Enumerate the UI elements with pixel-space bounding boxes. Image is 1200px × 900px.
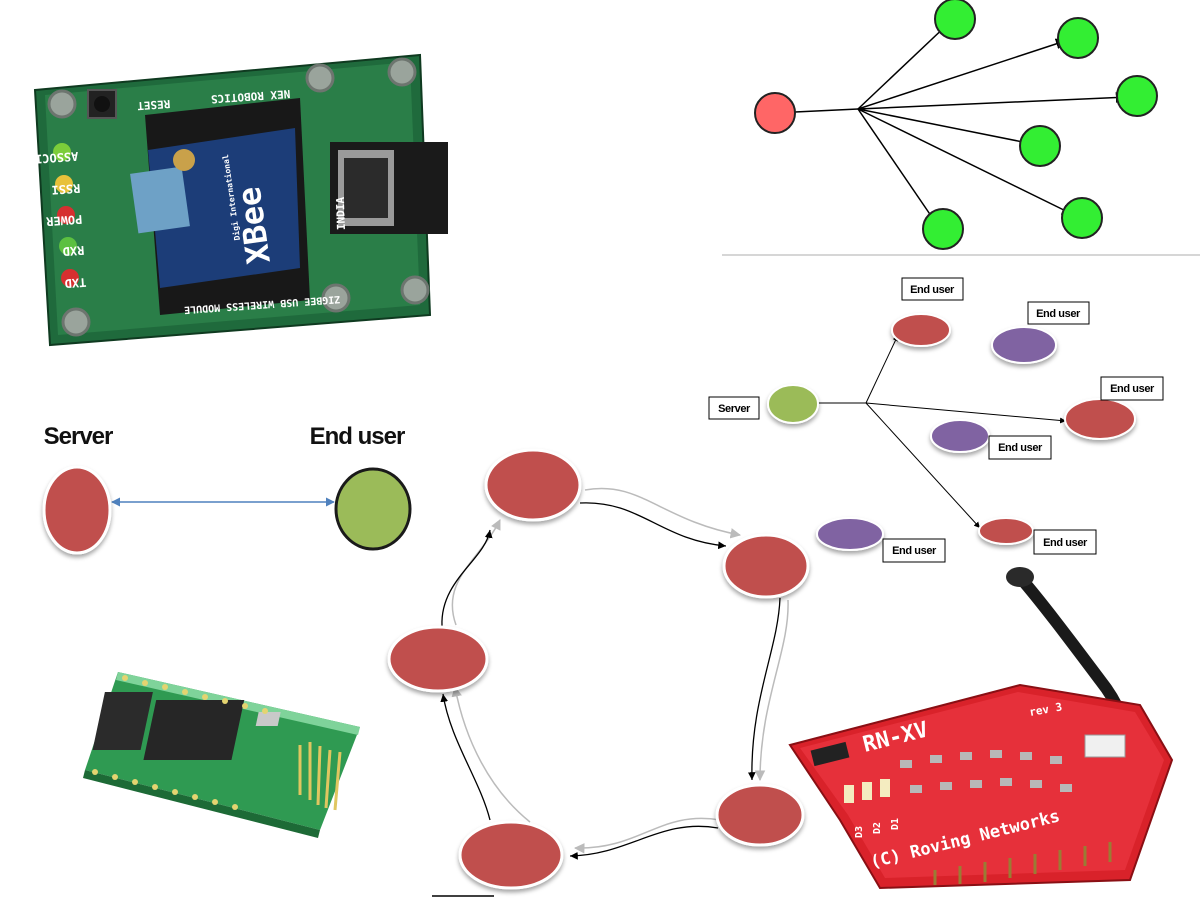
antenna-chip-image — [130, 166, 190, 234]
led-label-associate: ASSOCIATE — [13, 149, 79, 168]
tree-idle-node — [991, 326, 1057, 364]
rn-led-d1 — [880, 779, 890, 797]
star-fanout-diagram — [754, 0, 1158, 250]
label-enduser-box: End user — [882, 538, 946, 563]
ring-shadow-arrow — [754, 599, 789, 782]
p2p-enduser-title: End user — [310, 423, 405, 450]
mount-hole — [400, 275, 430, 305]
tree-enduser-node — [978, 517, 1034, 545]
led-label-txd: TXD — [64, 275, 87, 290]
ring-node — [458, 820, 564, 890]
tree-arrow — [865, 334, 899, 404]
ring-shadow-arrow — [573, 817, 721, 854]
star-target-node — [922, 208, 964, 250]
enduser-label: End user — [998, 442, 1043, 454]
rn-xv-board-image: RN-XV rev 3 (C) Roving Networks D3 D2 D1 — [788, 567, 1174, 890]
ring-arrow — [440, 693, 491, 821]
ring-node — [387, 625, 489, 693]
label-enduser-box: End user — [1100, 376, 1164, 401]
ring-arrow — [441, 529, 493, 627]
p2p-server-node — [42, 465, 112, 555]
server-tree-diagram: Server End user End user End user End us… — [708, 277, 1164, 563]
led-label-power: POWER — [45, 212, 83, 229]
star-arrow — [857, 21, 951, 110]
board-reset-text: RESET — [136, 97, 170, 112]
star-arrow — [857, 92, 1130, 110]
bt-antenna-trace-image — [298, 742, 342, 811]
tree-enduser-node — [1064, 398, 1136, 440]
led-txd — [61, 269, 79, 287]
tree-arrow — [865, 402, 981, 529]
mount-hole — [387, 57, 417, 87]
board-origin-text: INDIA — [334, 196, 348, 230]
led-label-rxd: RXD — [62, 243, 85, 258]
rn-led-d3 — [844, 785, 854, 803]
tree-idle-node — [930, 419, 990, 453]
ring-node — [484, 448, 582, 522]
bt-chip-image — [92, 692, 153, 750]
bluetooth-module-image — [83, 672, 360, 838]
label-server-box: Server — [708, 396, 760, 420]
ring-arrow — [747, 597, 781, 781]
xbee-usb-board-image: XBee Digi International NEX ROBOTICS RES… — [13, 53, 448, 347]
led-label-rssi: RSSI — [51, 181, 81, 197]
ring-diagram — [387, 448, 810, 897]
led-rssi — [55, 175, 73, 193]
mount-hole — [61, 307, 91, 337]
label-enduser-box: End user — [1027, 301, 1090, 325]
rn-led-label-d2: D2 — [872, 822, 883, 834]
ring-arrow — [569, 825, 719, 860]
mount-hole — [47, 89, 77, 119]
ring-shadow-arrow — [451, 685, 531, 823]
p2p-server-title: Server — [44, 423, 113, 450]
tree-server-node — [767, 384, 819, 424]
ring-node — [722, 533, 810, 599]
label-enduser-box: End user — [901, 277, 964, 301]
label-enduser-box: End user — [988, 435, 1052, 460]
led-power — [57, 206, 75, 224]
star-target-node — [1061, 197, 1103, 239]
star-arrow — [857, 108, 1035, 147]
tree-enduser-node — [891, 313, 951, 347]
p2p-enduser-node — [334, 467, 412, 551]
board-maker-text: NEX ROBOTICS — [210, 87, 290, 106]
led-associate — [53, 143, 71, 161]
tree-arrow — [865, 402, 1067, 424]
star-target-node — [1116, 75, 1158, 117]
bt-chip-image — [143, 700, 245, 760]
star-arrow — [857, 108, 1076, 216]
rn-led-d2 — [862, 782, 872, 800]
mount-hole — [321, 283, 351, 313]
star-trunk-line — [794, 108, 859, 113]
enduser-label: End user — [892, 545, 937, 557]
star-arrow — [857, 108, 939, 228]
enduser-label: End user — [910, 284, 955, 296]
ring-node — [715, 783, 805, 847]
rn-led-label-d1: D1 — [890, 818, 901, 830]
star-target-node — [1057, 17, 1099, 59]
rn-rev-text: rev 3 — [1028, 700, 1063, 719]
star-target-node — [1019, 125, 1061, 167]
led-rxd — [59, 237, 77, 255]
tree-idle-node — [816, 517, 884, 551]
ring-arrow — [579, 502, 727, 550]
enduser-label: End user — [1043, 537, 1088, 549]
label-enduser-box: End user — [1033, 529, 1097, 555]
rn-led-label-d3: D3 — [854, 826, 865, 838]
point-to-point-diagram: Server End user — [42, 423, 412, 555]
star-source-node — [754, 92, 796, 134]
enduser-label: End user — [1110, 383, 1155, 395]
enduser-label: End user — [1036, 308, 1081, 320]
ring-shadow-arrow — [584, 487, 742, 539]
server-label: Server — [718, 403, 751, 415]
star-arrow — [857, 38, 1070, 110]
ring-shadow-arrow — [451, 519, 501, 626]
mount-hole — [305, 63, 335, 93]
star-target-node — [934, 0, 976, 40]
